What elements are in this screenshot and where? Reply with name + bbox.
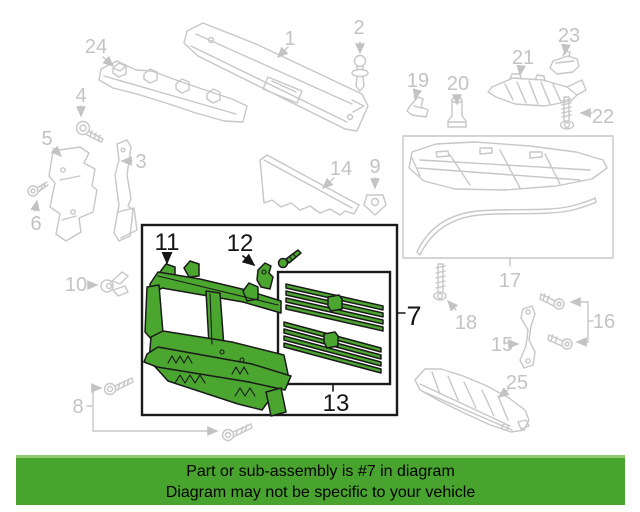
gray-parts: 1 2 3 4 5 6 8 9 10 14 15 16 17 18 19 20 … [27, 17, 615, 442]
part-11-shutter-housing [143, 260, 292, 417]
part-12-bracket [256, 249, 302, 290]
callout-14: 14 [330, 158, 352, 180]
callout-2: 2 [353, 17, 364, 39]
banner-line2: Diagram may not be specific to your vehi… [165, 484, 476, 501]
part-8-screws [103, 377, 253, 442]
part-3-strip [113, 139, 138, 242]
part-10-clip [100, 271, 129, 297]
callout-16: 16 [593, 311, 615, 333]
part-18-bolt [433, 263, 447, 301]
callout-20: 20 [447, 73, 469, 95]
part-5-bracket [48, 146, 98, 242]
callout-4: 4 [75, 85, 86, 107]
part-15-bracket [519, 305, 536, 369]
callout-6: 6 [30, 213, 41, 235]
part-16-bolts [539, 293, 573, 350]
callout-1: 1 [284, 28, 295, 50]
part-17-seal [416, 197, 597, 256]
part-1-cowl-panel [183, 22, 369, 132]
callout-8: 8 [72, 396, 83, 418]
black-leader-lines [161, 251, 406, 392]
part-6-screw [27, 181, 49, 197]
parts-diagram: 1 2 3 4 5 6 8 9 10 14 15 16 17 18 19 20 … [27, 17, 615, 442]
callout-5: 5 [41, 128, 52, 150]
callout-17: 17 [499, 270, 521, 292]
callout-19: 19 [407, 70, 429, 92]
callout-7: 7 [406, 301, 421, 331]
callout-22: 22 [592, 106, 614, 128]
part-14-seal-strip [259, 154, 360, 216]
gray-leader-lines [30, 41, 594, 436]
part-13-shutter-vanes [283, 283, 384, 374]
callout-25: 25 [506, 372, 528, 394]
callout-12: 12 [227, 230, 254, 257]
part-21-shield [487, 73, 587, 107]
callout-9: 9 [369, 156, 380, 178]
part-17-panel [408, 141, 608, 191]
callout-21: 21 [512, 47, 534, 69]
callout-13: 13 [323, 390, 350, 417]
highlight-inner-box-13 [276, 270, 392, 386]
callout-10: 10 [65, 274, 87, 296]
callout-23: 23 [558, 25, 580, 47]
part-24-cowl-bracket [98, 60, 248, 123]
callout-18: 18 [455, 312, 477, 334]
callout-3: 3 [135, 151, 146, 173]
part-17-box [402, 135, 614, 259]
part-22-bolt [559, 96, 575, 130]
highlighted-assembly-group: 11 12 13 7 [140, 223, 422, 417]
part-19-clip [406, 96, 429, 118]
part-9-nut [363, 194, 387, 216]
callout-11: 11 [155, 229, 180, 256]
banner-line1: Part or sub-assembly is #7 in diagram [186, 463, 455, 480]
callout-24: 24 [85, 36, 107, 58]
highlight-banner: Part or sub-assembly is #7 in diagram Di… [16, 455, 625, 505]
highlight-outer-box [140, 223, 399, 417]
callout-15: 15 [491, 334, 513, 356]
part-25-deflector [414, 368, 530, 433]
part-2-push-pin [351, 54, 369, 92]
part-4-bolt [75, 120, 104, 143]
